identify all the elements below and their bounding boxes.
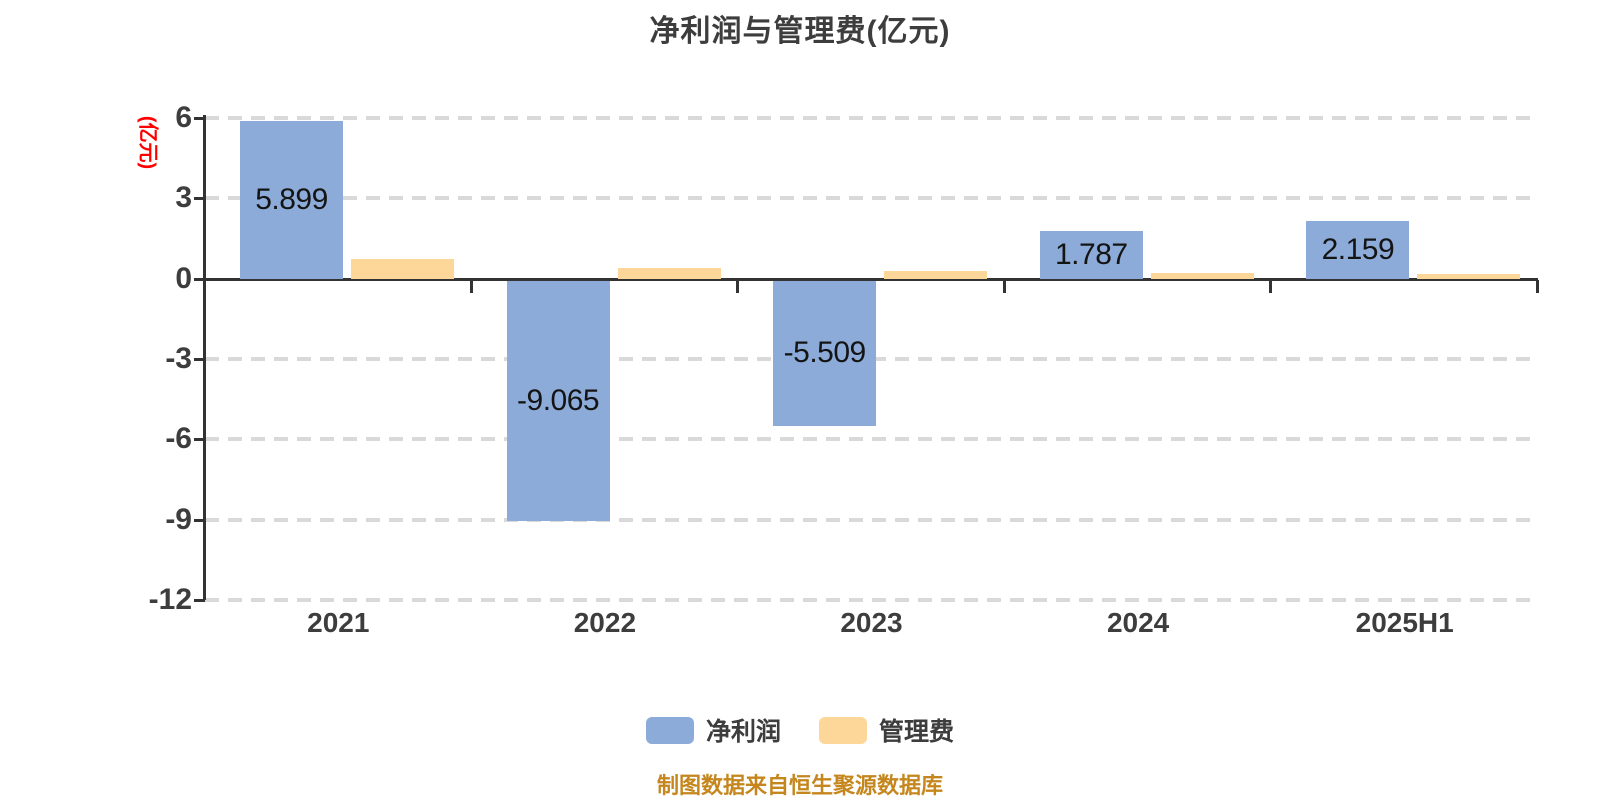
x-category-label: 2021 [307, 607, 370, 638]
bar-value-label: -9.065 [517, 384, 600, 418]
bar-管理费-2022 [617, 267, 721, 279]
gridline-6 [205, 116, 1538, 120]
x-tick-mark [1269, 279, 1273, 293]
x-axis-line [203, 277, 1538, 281]
y-tick-mark [194, 358, 205, 361]
y-tick-mark [194, 277, 205, 281]
legend-item-管理费: 管理费 [819, 712, 954, 748]
x-tick-mark [736, 279, 740, 293]
y-tick-label: -6 [165, 422, 192, 456]
y-tick-mark [194, 518, 205, 522]
legend-label: 净利润 [705, 718, 781, 746]
bar-管理费-2023 [884, 270, 988, 279]
bar-value-label: -5.509 [783, 336, 867, 370]
y-axis-line [203, 115, 206, 600]
y-tick-label: 3 [175, 181, 192, 215]
x-tick-mark [1002, 279, 1006, 293]
bar-value-label: 2.159 [1321, 232, 1395, 266]
bar-净利润-2023 [773, 280, 877, 427]
bar-净利润-2024 [1039, 230, 1143, 279]
bar-value-label: 5.899 [255, 182, 328, 216]
legend: 净利润 管理费 [0, 712, 1600, 748]
bar-净利润-2025H1 [1306, 220, 1410, 279]
legend-item-净利润: 净利润 [645, 712, 781, 748]
y-tick-label: -12 [148, 583, 192, 616]
y-tick-label: 0 [175, 261, 192, 295]
x-category-label: 2022 [573, 607, 637, 638]
gridline-3 [205, 196, 1538, 201]
y-tick-mark [194, 599, 205, 602]
legend-swatch [819, 716, 867, 744]
bar-净利润-2021 [240, 120, 343, 279]
y-tick-mark [194, 438, 205, 442]
bar-value-label: 1.787 [1055, 237, 1128, 271]
y-tick-mark [194, 197, 205, 201]
x-category-label: 2024 [1106, 607, 1170, 638]
legend-swatch [645, 716, 694, 744]
y-tick-label: -3 [165, 342, 192, 375]
x-category-label: 2025H1 [1355, 607, 1454, 638]
gridline--9 [205, 517, 1538, 522]
gridline--6 [205, 437, 1538, 442]
x-tick-mark [1536, 279, 1539, 293]
bar-管理费-2025H1 [1417, 274, 1521, 279]
bar-管理费-2024 [1150, 273, 1254, 279]
y-tick-label: -9 [165, 502, 192, 536]
y-tick-mark [194, 117, 205, 120]
legend-label: 管理费 [879, 718, 955, 746]
y-tick-label: 6 [175, 101, 192, 134]
bar-净利润-2022 [506, 280, 610, 522]
x-category-label: 2023 [840, 607, 903, 638]
x-tick-mark [469, 279, 473, 293]
chart-title: 净利润与管理费(亿元) [649, 15, 951, 48]
bar-管理费-2021 [351, 258, 454, 279]
source-note: 制图数据来自恒生聚源数据库 [656, 773, 943, 798]
gridline--12 [205, 598, 1538, 602]
